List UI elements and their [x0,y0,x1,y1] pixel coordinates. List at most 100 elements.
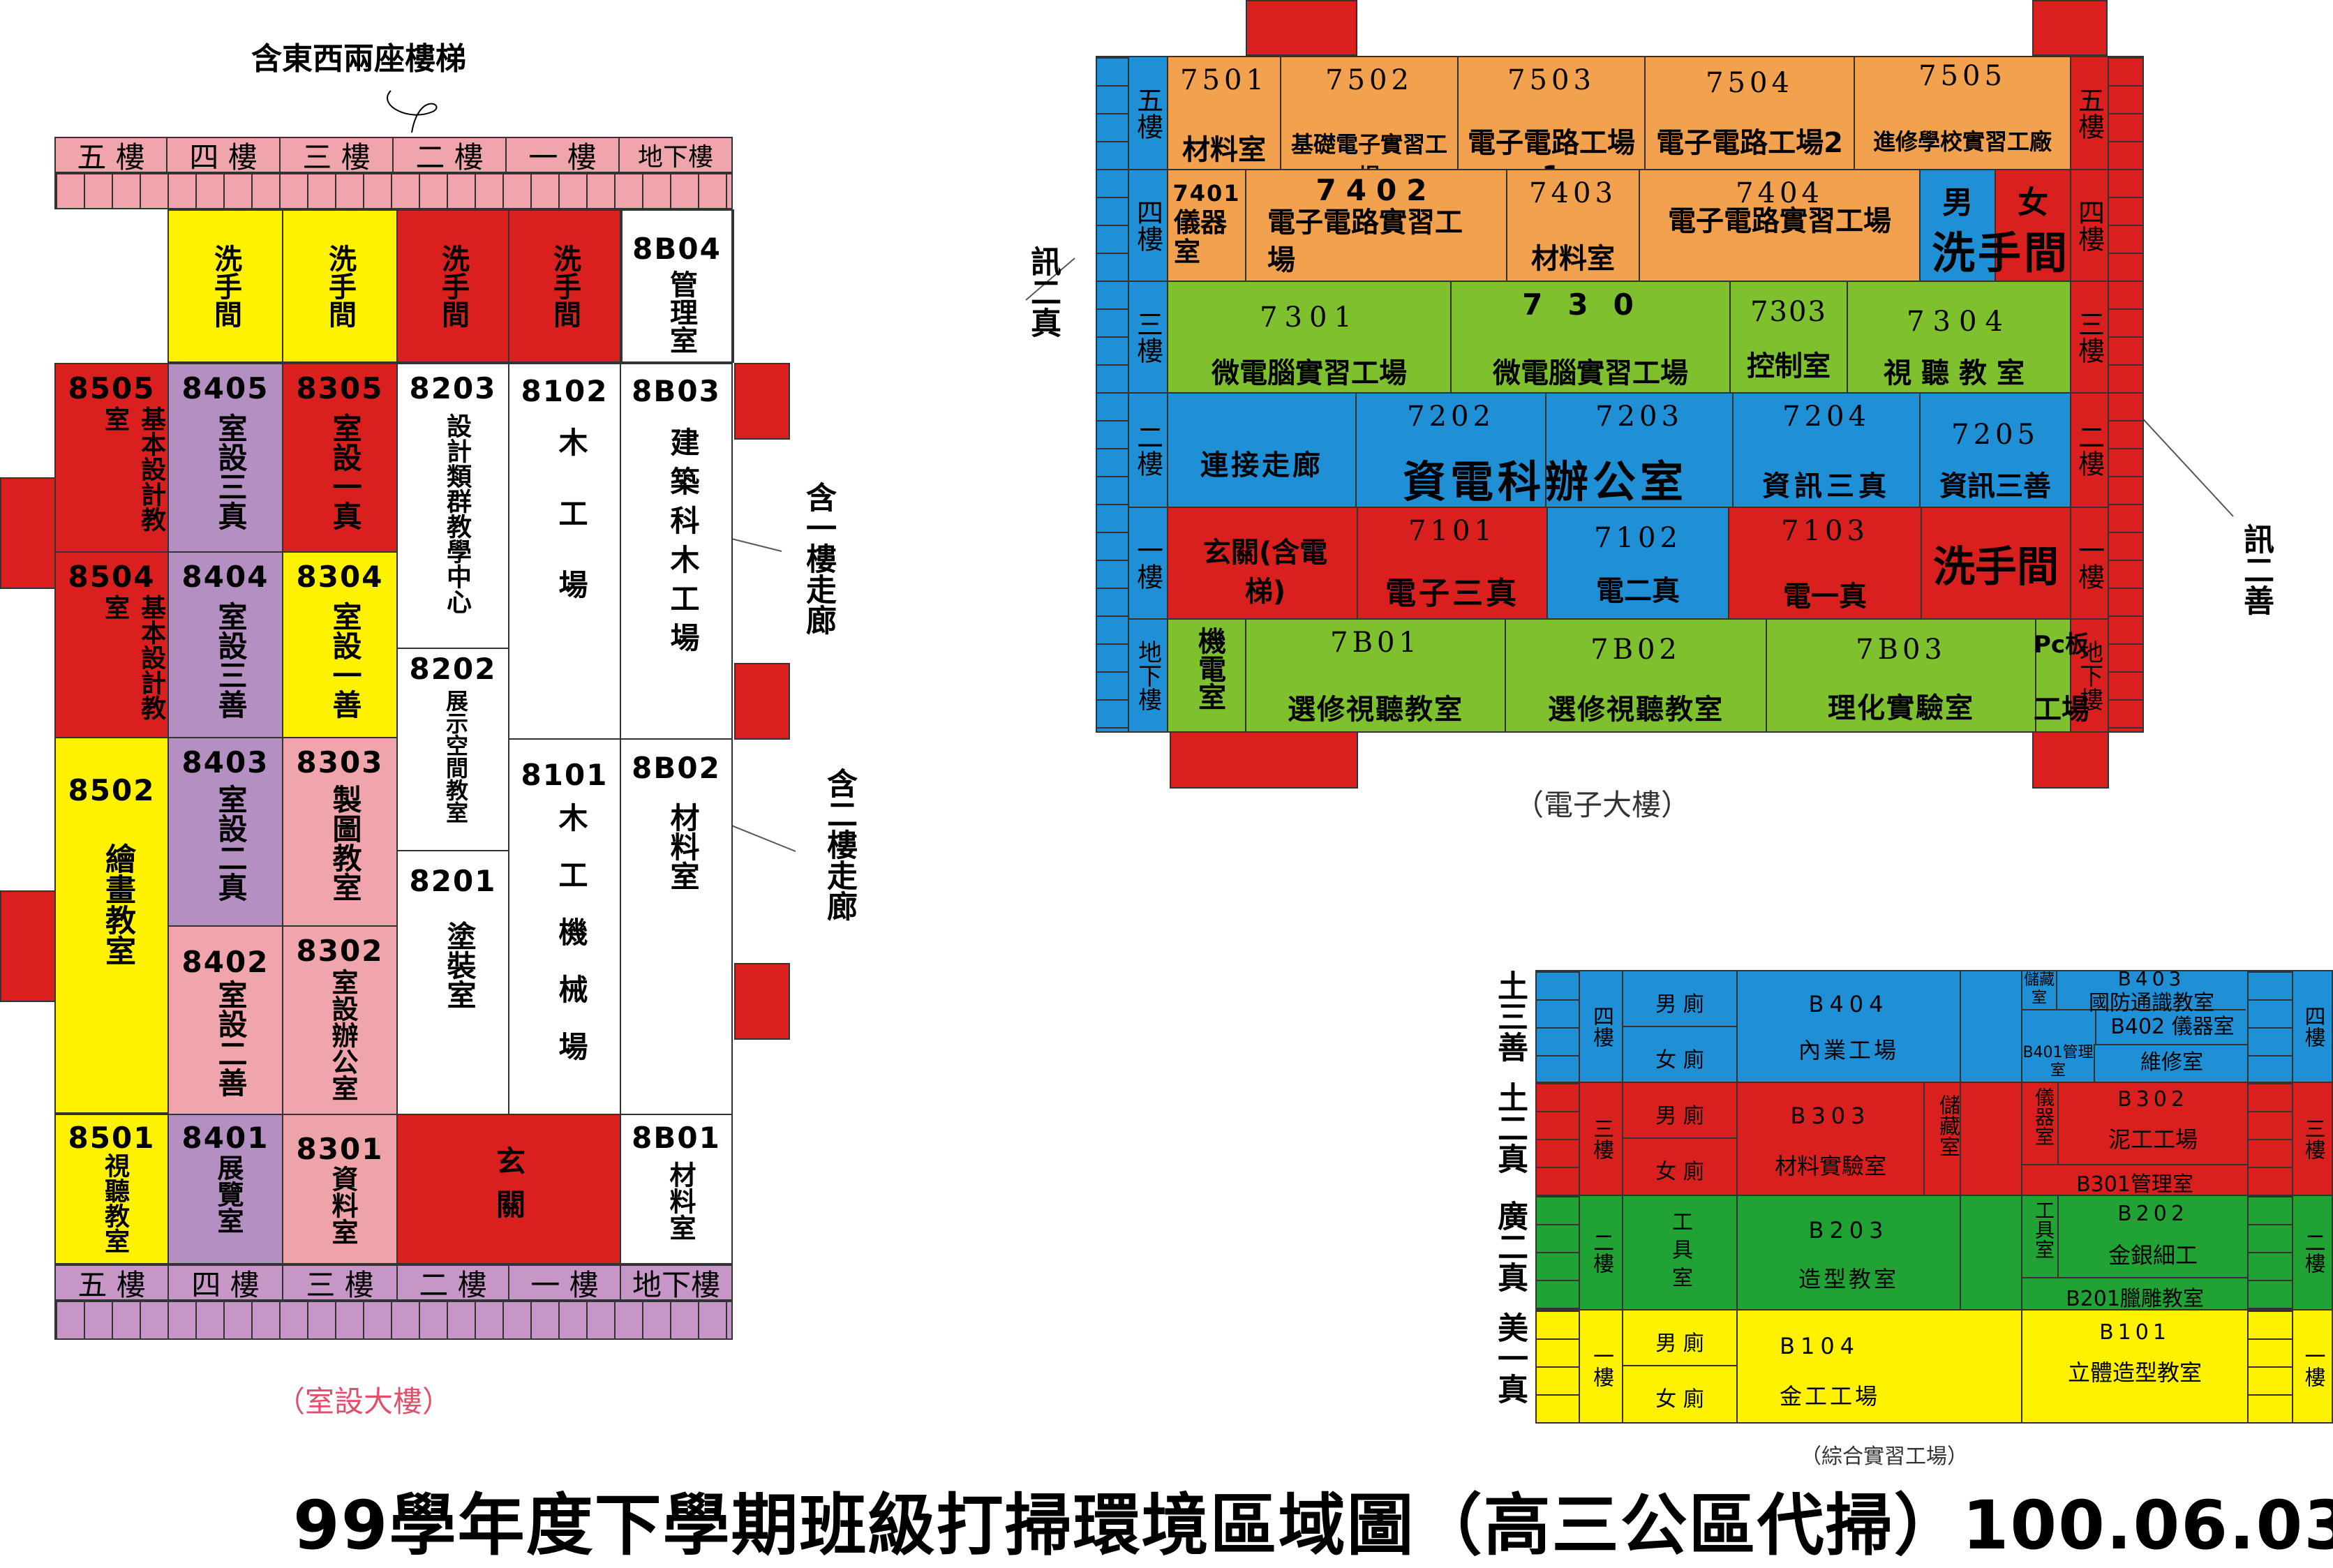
stair-block [734,363,790,440]
stair-block [2032,0,2108,56]
toilet-3: 洗手間 [396,209,509,363]
female-restroom-4: 女 廁 [1622,1026,1738,1083]
stair-block [0,477,56,589]
divider [733,209,734,363]
room-8404: 8404 室設三善 [167,551,283,738]
floor-label-1r: 一樓 [2070,507,2109,620]
stair-2r [2247,1195,2293,1311]
right-caption: （電子大樓） [1514,788,1691,822]
floor-label-4r: 四樓 [2292,970,2333,1083]
room-7401: 7401 儀器室 [1167,169,1246,282]
room-8b03: 8B03 建築科木工場 [620,363,733,740]
floor-label-1: 一樓 [1579,1309,1623,1424]
lobby-elevator: 玄關(含電梯) [1167,507,1358,620]
room-8101: 8101 木工機械場 [508,738,621,1115]
floor-label: 三 樓 [281,138,394,174]
floor-label-b: 地下樓 [1128,618,1168,733]
instrument-room: 儀器室 [2032,1087,2055,1146]
room-7504: 7504 電子電路工場2 [1644,56,1855,170]
floor-label: 四 樓 [169,1266,283,1302]
stair-column-left [1096,56,1129,733]
b403-num: B403 [2117,970,2186,990]
room-b303: B303 材料實驗室 [1736,1082,1925,1196]
class-label-left: 訊二真 [1025,246,1061,338]
stair-hatch-top [54,173,733,209]
room-8304: 8304 室設一善 [282,551,398,738]
floor-label-4r: 四樓 [2070,169,2109,282]
room-7505: 7505 進修學校實習工廠 [1854,56,2071,170]
floor-label: 地下樓 [637,143,713,172]
room-8405: 8405 室設三真 [167,363,283,553]
stair-1r [2247,1309,2293,1424]
room-8b02: 8B02 材料室 [620,738,733,1115]
class-label-right: 訊二善 [2238,523,2274,615]
floor-label-1r: 一樓 [2292,1309,2333,1424]
stair-3 [1535,1082,1580,1196]
room-b404: B404 內業工場 [1736,970,1961,1083]
side-label: 廣二真 [1492,1200,1528,1292]
room-7205: 7205 資訊三善 [1919,392,2071,508]
floor-label: 二 樓 [394,138,507,174]
corridor2-label: 含二樓走廊 [821,768,857,921]
floor-label-2r: 二樓 [2070,392,2109,508]
stair-block [1170,731,1358,789]
stair-2 [1535,1195,1580,1311]
floor-label-3: 三樓 [1579,1082,1623,1196]
floor-label: 五 樓 [56,1266,169,1302]
room-8102: 8102 木工場 [508,363,621,740]
floor-label: 五 樓 [56,138,167,174]
male-restroom-3: 男 廁 [1622,1082,1738,1139]
b202-name: 金銀細工 [2108,1242,2198,1269]
floor-label: 一 樓 [509,1266,621,1302]
toilet-4: 洗手間 [508,209,621,363]
storage-4: 儲藏室 [2022,971,2057,1010]
b403-name: 國防通識教室 [2057,985,2246,1015]
stairs-note: 含東西兩座樓梯 [251,41,466,77]
maint-room: 維修室 [2140,1050,2203,1075]
floor-label: 地下樓 [632,1267,720,1302]
stair-block [1246,0,1357,56]
floor-label-br: 地下樓 [2070,618,2109,733]
floor-label: 四 樓 [167,138,281,174]
room-b403-block: 儲藏室 B403 國防通識教室 B402 儀器室 B401管理室 維修室 [2021,970,2249,1083]
floor-strip-bottom: 五 樓 四 樓 三 樓 二 樓 一 樓 地下樓 [54,1264,733,1302]
floor-label-2: 二樓 [1128,392,1168,508]
floor-label-3r: 三樓 [2070,281,2109,394]
floor-label-2r: 二樓 [2292,1195,2333,1311]
toilet-1: 洗手間 [167,209,283,363]
floor-label-4: 四樓 [1128,169,1168,282]
room-7103: 7103 電一真 [1728,507,1922,620]
room-8b01: 8B01 材料室 [620,1114,733,1264]
floor-label-3: 三樓 [1128,281,1168,394]
toilet-label: 洗手間 [1932,227,2071,278]
blank-3 [1960,1082,2022,1196]
room-b302-block: 儀器室 B302 泥工工場 B301管理室 [2021,1082,2249,1196]
floor-label-2: 二樓 [1579,1195,1623,1311]
room-8504: 8504 基本設計教室 [54,551,169,738]
pcb-label: Pc板 [2034,631,2089,659]
room-8202: 8202 展示空間教室 [396,648,509,851]
stair-3r [2247,1082,2293,1196]
corridor1-label: 含一樓走廊 [800,481,836,635]
lobby: 玄關 [396,1114,621,1264]
storage-3: 儲藏室 [1923,1082,1961,1196]
corridor: 連接走廊 [1167,392,1357,508]
toilet-female: 女 [1995,169,2071,282]
pcb-workshop-label: 工場 [2034,694,2089,726]
room-8302: 8302 室設辦公室 [282,925,398,1115]
room-8303: 8303 製圖教室 [282,737,398,927]
b201: B201臘雕教室 [2066,1287,2204,1311]
room-8201: 8201 塗裝室 [396,850,509,1115]
floor-label-3r: 三樓 [2292,1082,2333,1196]
blank-4 [1960,970,2022,1083]
room-7303: 7303 控制室 [1729,281,1848,394]
stair-block [734,963,790,1040]
room-7403: 7403 材料室 [1506,169,1640,282]
stair-block [0,890,56,1002]
room-7503: 7503 電子電路工場1 [1457,56,1646,170]
room-7204: 7204 資訊三真 [1732,392,1921,508]
tool-room-2: 工具室 [1622,1195,1738,1311]
floor-label-5r: 五樓 [2070,56,2109,170]
stair-4 [1535,970,1580,1083]
floor-label-5: 五樓 [1128,56,1168,170]
